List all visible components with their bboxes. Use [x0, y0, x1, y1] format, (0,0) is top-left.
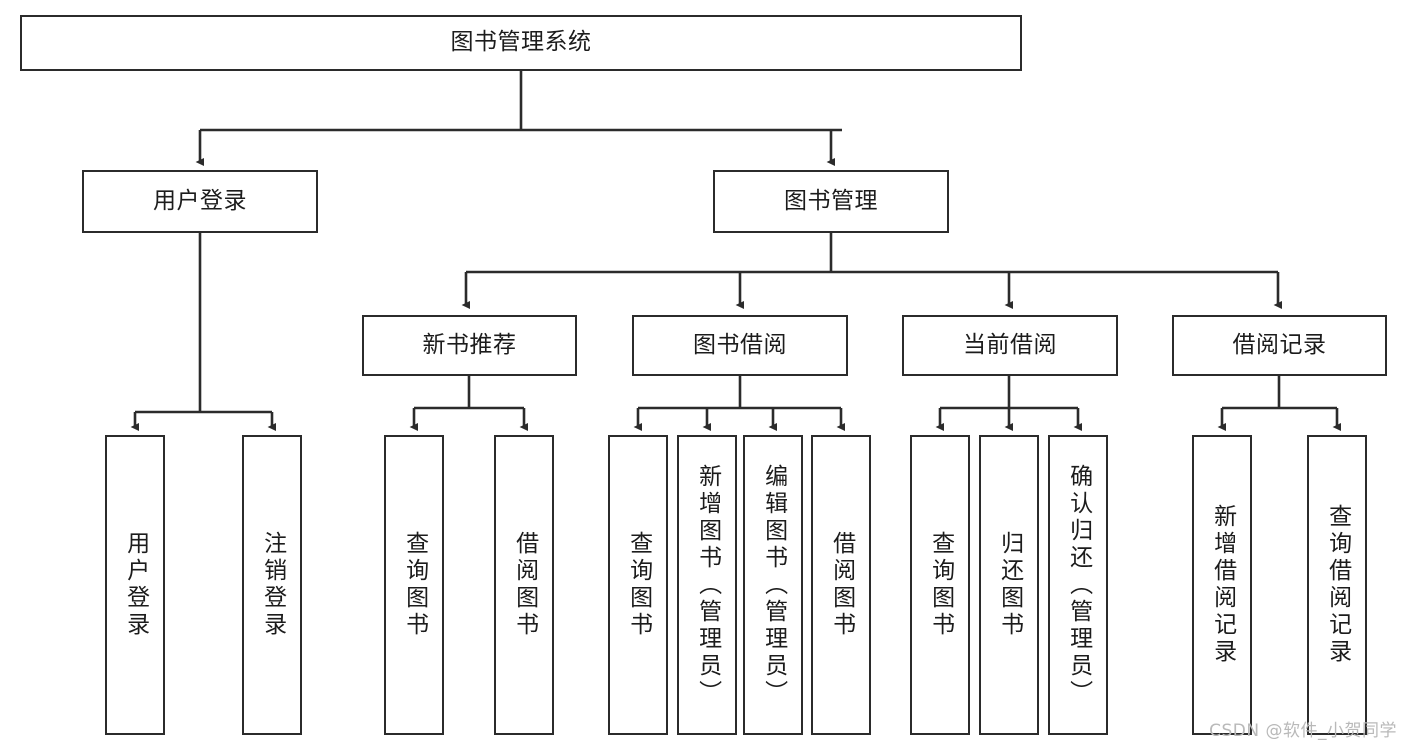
leaf-user-login[interactable]: 用户登录	[105, 435, 165, 735]
node-label: 新增图书（管理员）	[694, 463, 721, 707]
leaf-add-book-admin[interactable]: 新增图书（管理员）	[677, 435, 737, 735]
node-label: 编辑图书（管理员）	[760, 463, 787, 707]
node-book-borrow[interactable]: 图书借阅	[632, 315, 848, 376]
node-label: 用户登录	[153, 187, 247, 214]
leaf-return-book[interactable]: 归还图书	[979, 435, 1039, 735]
leaf-query-book-current[interactable]: 查询图书	[910, 435, 970, 735]
node-label: 注销登录	[259, 531, 286, 639]
node-label: 借阅图书	[828, 531, 855, 639]
node-label: 查询图书	[927, 531, 954, 639]
leaf-borrow-book[interactable]: 借阅图书	[811, 435, 871, 735]
leaf-logout-login[interactable]: 注销登录	[242, 435, 302, 735]
node-current-borrow[interactable]: 当前借阅	[902, 315, 1118, 376]
leaf-add-borrow-record[interactable]: 新增借阅记录	[1192, 435, 1252, 735]
node-label: 用户登录	[122, 531, 149, 639]
node-book-management[interactable]: 图书管理	[713, 170, 949, 233]
node-new-book-recommendation[interactable]: 新书推荐	[362, 315, 577, 376]
node-label: 确认归还（管理员）	[1065, 463, 1092, 707]
node-borrow-record[interactable]: 借阅记录	[1172, 315, 1387, 376]
leaf-query-book-borrow[interactable]: 查询图书	[608, 435, 668, 735]
leaf-confirm-return-admin[interactable]: 确认归还（管理员）	[1048, 435, 1108, 735]
leaf-edit-book-admin[interactable]: 编辑图书（管理员）	[743, 435, 803, 735]
node-label: 查询图书	[625, 531, 652, 639]
node-label: 查询借阅记录	[1324, 504, 1351, 666]
csdn-watermark: CSDN @软件_小贺同学	[1209, 721, 1397, 741]
node-user-login[interactable]: 用户登录	[82, 170, 318, 233]
leaf-query-book-recommendation[interactable]: 查询图书	[384, 435, 444, 735]
node-label: 新书推荐	[422, 331, 517, 358]
node-label: 图书管理	[784, 187, 878, 214]
leaf-query-borrow-record[interactable]: 查询借阅记录	[1307, 435, 1367, 735]
node-root-book-management-system[interactable]: 图书管理系统	[20, 15, 1022, 71]
node-label: 图书借阅	[693, 331, 787, 358]
node-label: 归还图书	[996, 531, 1023, 639]
node-label: 新增借阅记录	[1209, 504, 1236, 666]
node-label: 当前借阅	[963, 331, 1057, 358]
leaf-borrow-book-recommendation[interactable]: 借阅图书	[494, 435, 554, 735]
node-label: 图书管理系统	[450, 29, 592, 56]
node-label: 借阅记录	[1232, 331, 1327, 358]
node-label: 查询图书	[401, 531, 428, 639]
node-label: 借阅图书	[511, 531, 538, 639]
